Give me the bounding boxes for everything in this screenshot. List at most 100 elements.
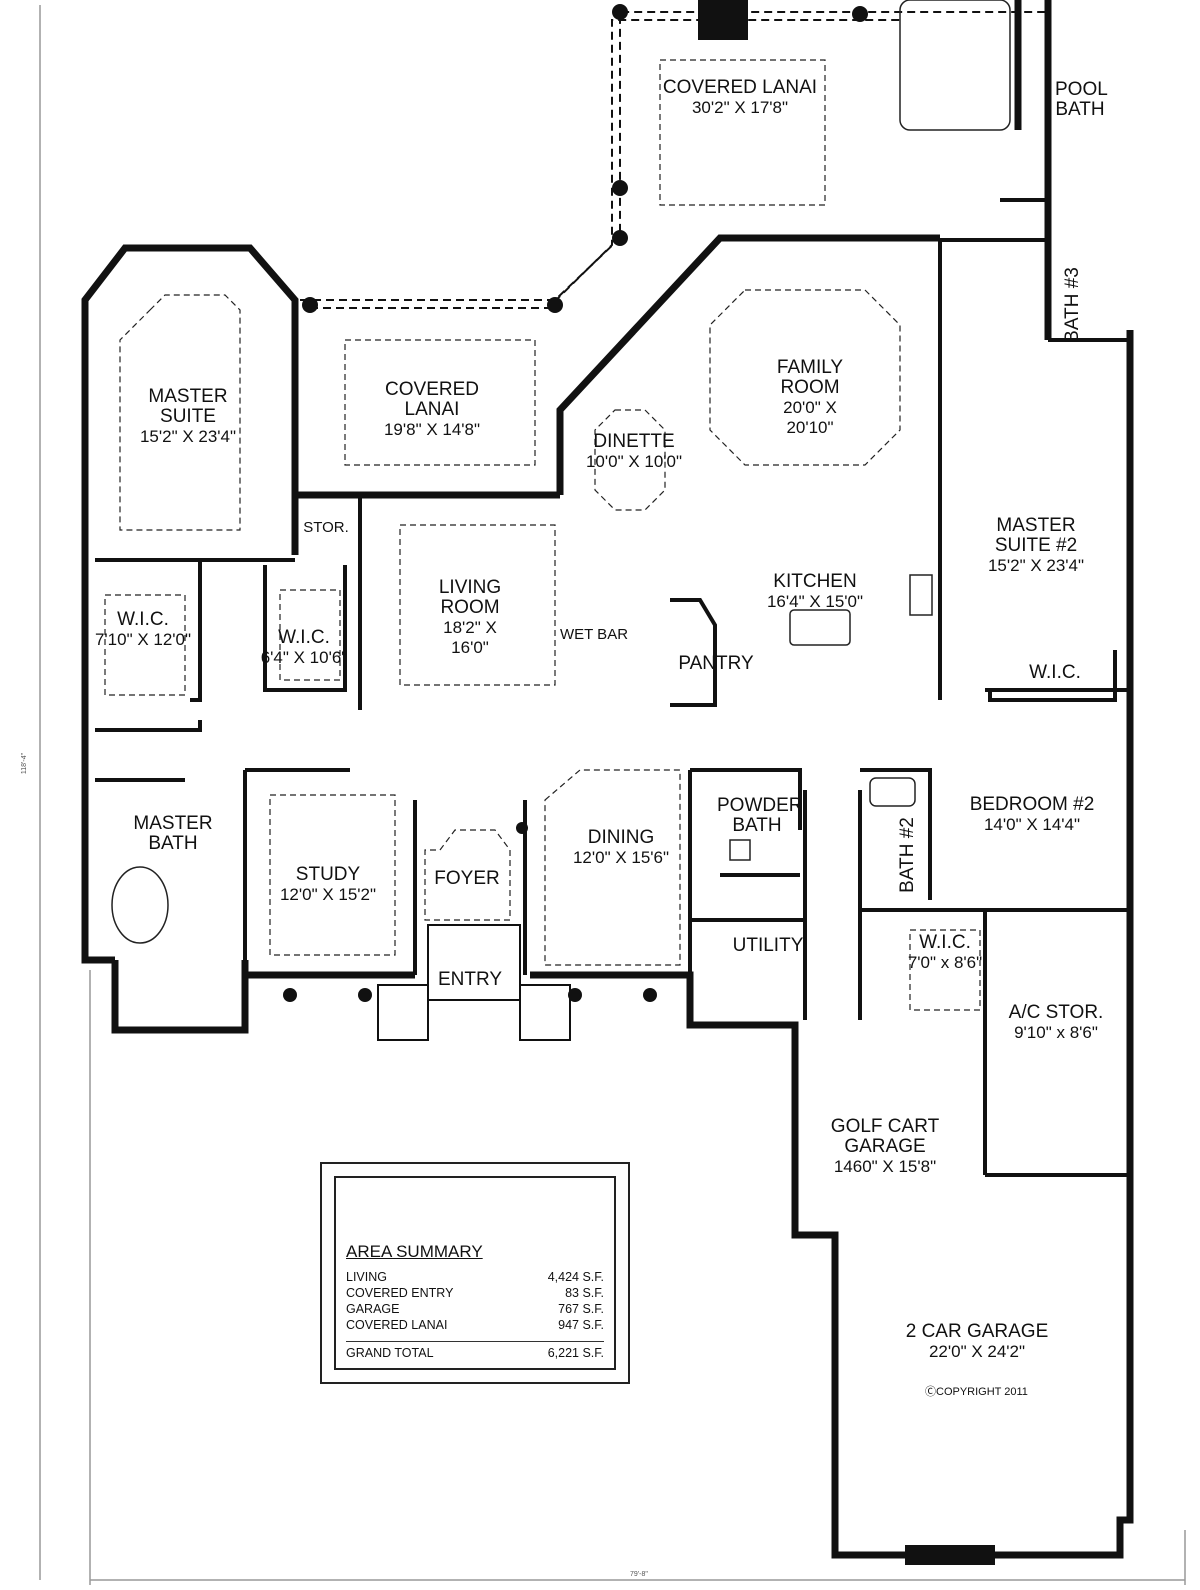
room-dim: 6'4" X 10'6" (260, 648, 348, 667)
room-dim: 18'2" X 16'0" (443, 618, 497, 657)
room-name: FAMILY ROOM (776, 357, 844, 398)
room-dim: 12'0" X 15'6" (572, 848, 670, 867)
room-master-bath: MASTER BATH (133, 814, 213, 854)
room-wet-bar: WET BAR (560, 625, 628, 645)
room-dim: 15'2" X 23'4" (139, 427, 237, 446)
room-name: 2 CAR GARAGE (905, 1321, 1049, 1342)
room-name: STOR. (303, 519, 349, 536)
summary-label: LIVING (346, 1270, 387, 1284)
room-entry: ENTRY (438, 970, 502, 990)
room-name: STUDY (295, 864, 361, 885)
entry-steps (377, 924, 571, 1041)
room-name: ENTRY (437, 969, 503, 990)
room-powder-bath: POWDER BATH (717, 796, 803, 836)
room-wic-1: W.I.C.7'10" X 12'0" (95, 610, 191, 650)
lanai-outline (300, 11, 1050, 309)
room-dim: 30'2" X 17'8" (691, 98, 789, 117)
room-wic-4: W.I.C.7'0" x 8'6" (908, 933, 982, 973)
summary-label: COVERED LANAI (346, 1318, 448, 1332)
room-name: BEDROOM #2 (969, 794, 1095, 815)
summary-label: GRAND TOTAL (346, 1346, 434, 1360)
room-name: DINING (587, 827, 655, 848)
room-name: W.I.C. (117, 609, 169, 630)
room-name: FOYER (434, 868, 500, 889)
tub-icon (111, 866, 169, 944)
room-name: COVERED LANAI (385, 379, 479, 420)
summary-row: LIVING 4,424 S.F. (346, 1270, 604, 1284)
kitchen-island (789, 609, 851, 646)
room-ac-storage: A/C STOR.9'10" x 8'6" (1009, 1003, 1104, 1043)
room-foyer: FOYER (434, 869, 499, 889)
dimension-lines (39, 5, 1186, 1585)
room-name: BATH #2 (897, 817, 918, 893)
room-dim: 7'0" x 8'6" (907, 953, 983, 972)
overall-depth-dim: 118'-4" (21, 752, 29, 775)
room-dim: 1460" X 15'8" (833, 1157, 937, 1176)
room-pantry: PANTRY (678, 654, 753, 674)
room-name: PANTRY (678, 653, 754, 674)
room-name: W.I.C. (919, 932, 971, 953)
room-dim: 10'0" X 10'0" (585, 452, 683, 471)
summary-row: COVERED LANAI 947 S.F. (346, 1318, 604, 1332)
summary-row: COVERED ENTRY 83 S.F. (346, 1286, 604, 1300)
room-bath-3: BATH #3 (1062, 267, 1083, 343)
room-name: LIVING ROOM (438, 577, 502, 618)
room-dim: 16'4" X 15'0" (766, 592, 864, 611)
room-wic-3: W.I.C. (1029, 663, 1081, 683)
room-dim: 20'0" X 20'10" (783, 398, 837, 437)
room-name: POOL BATH (1055, 79, 1108, 120)
room-dim: 9'10" x 8'6" (1014, 1023, 1098, 1042)
room-name: MASTER SUITE #2 (994, 515, 1078, 556)
summary-label: GARAGE (346, 1302, 400, 1316)
room-name: WET BAR (559, 626, 629, 643)
exterior-walls (81, 0, 1134, 1559)
room-utility: UTILITY (733, 936, 804, 956)
room-dim: 19'8" X 14'8" (383, 420, 481, 439)
room-name: BATH #3 (1062, 267, 1083, 343)
room-pool-bath: POOL BATH (1055, 79, 1108, 120)
ceiling-details (104, 59, 981, 1011)
interior-walls (95, 198, 1130, 1177)
room-wic-2: W.I.C.6'4" X 10'6" (261, 628, 348, 668)
summary-value: 4,424 S.F. (547, 1270, 604, 1284)
room-bath-2: BATH #2 (897, 817, 918, 893)
range-icon (909, 574, 933, 616)
summary-value: 6,221 S.F. (547, 1346, 604, 1360)
fixtures (111, 0, 1011, 944)
overall-width-dim: 79'-8" (630, 1571, 648, 1578)
room-dim: 7'10" X 12'0" (94, 630, 192, 649)
summary-divider (346, 1341, 604, 1342)
room-name: W.I.C. (278, 627, 330, 648)
room-name: DINETTE (593, 431, 675, 452)
room-dim: 14'0" X 14'4" (983, 815, 1081, 834)
summary-value: 947 S.F. (558, 1318, 604, 1332)
summary-value: 83 S.F. (565, 1286, 604, 1300)
room-storage: STOR. (303, 518, 349, 538)
room-dim: 15'2" X 23'4" (987, 556, 1085, 575)
room-name: UTILITY (732, 935, 804, 956)
room-dim: 12'0" X 15'2" (279, 885, 377, 904)
room-name: MASTER SUITE (148, 386, 228, 427)
room-name: A/C STOR. (1008, 1002, 1104, 1023)
room-name: KITCHEN (773, 571, 857, 592)
summary-label: COVERED ENTRY (346, 1286, 454, 1300)
room-name: W.I.C. (1029, 662, 1081, 683)
summary-total-row: GRAND TOTAL 6,221 S.F. (346, 1346, 604, 1360)
room-name: POWDER BATH (717, 795, 803, 836)
front-columns (283, 822, 995, 1565)
